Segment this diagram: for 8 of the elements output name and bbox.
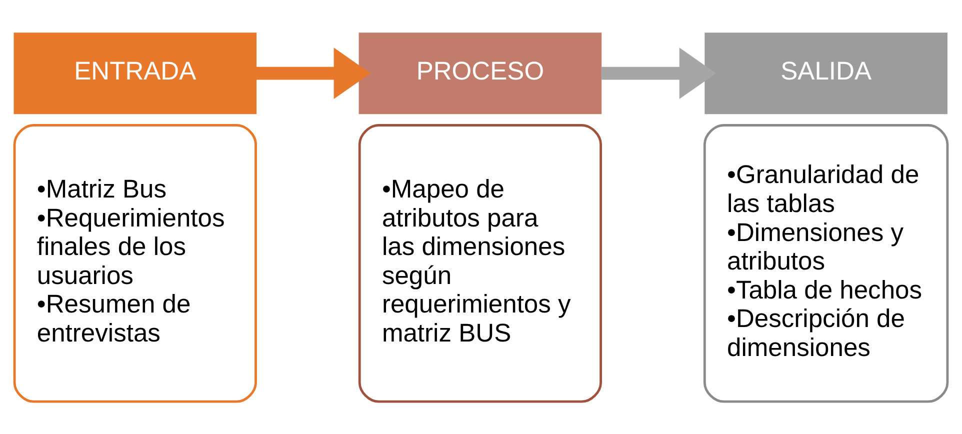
node-box: •Mapeo de atributos para las dimensiones según requerimientos y matriz BUS bbox=[358, 124, 602, 402]
node-box: SALIDA bbox=[704, 32, 948, 114]
arrow bbox=[601, 47, 716, 99]
arrow bbox=[256, 47, 371, 99]
node-box: •Matriz Bus •Requerimientos finales de los usuarios •Resumen de entrevistas bbox=[13, 124, 257, 402]
node-box: PROCESO bbox=[358, 32, 602, 114]
node-box: ENTRADA bbox=[14, 32, 257, 114]
node-box: •Granularidad de las tablas •Dimensiones y atributos •Tabla de hechos •Descripción de dimensiones bbox=[703, 124, 949, 402]
